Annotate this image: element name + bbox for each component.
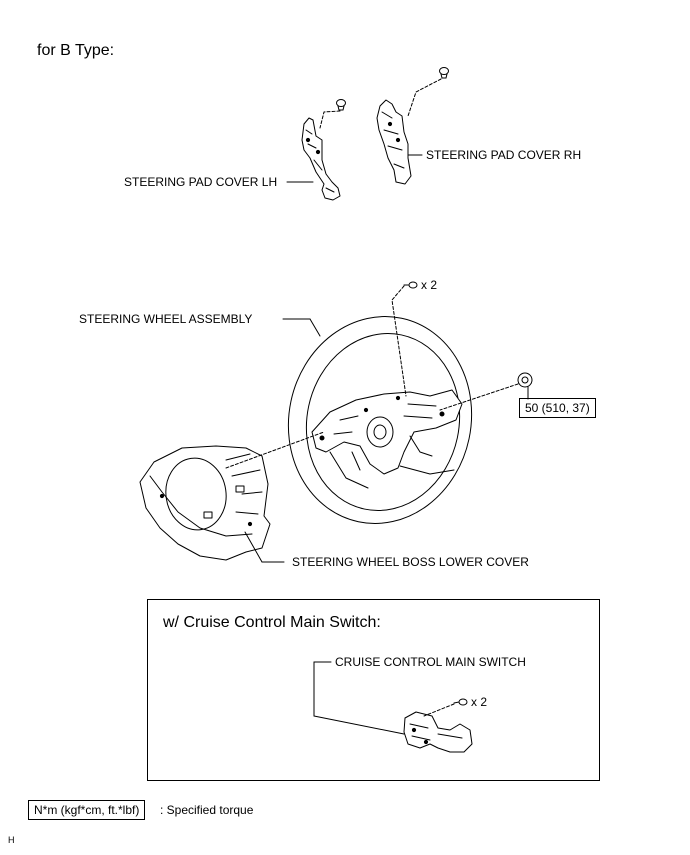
pad-cover-rh-label: STEERING PAD COVER RH	[426, 148, 582, 162]
pad-cover-lh-screw	[337, 100, 346, 111]
corner-code: H	[8, 835, 15, 845]
boss-cover-guide	[226, 432, 324, 468]
wheel-assembly-label: STEERING WHEEL ASSEMBLY	[79, 312, 253, 326]
pad-cover-rh-screw	[440, 68, 449, 79]
torque-unit-box: N*m (kgf*cm, ft.*lbf)	[28, 800, 146, 820]
steering-wheel-part	[269, 299, 490, 540]
cruise-screw-qty: x 2	[471, 695, 488, 709]
wheel-nut	[518, 373, 532, 387]
inset-title: w/ Cruise Control Main Switch:	[163, 614, 381, 631]
wheel-screw-guide	[392, 286, 406, 396]
pad-cover-lh-guide	[320, 111, 340, 128]
wheel-screw	[404, 282, 417, 288]
wheel-screw-qty: x 2	[421, 278, 438, 292]
cruise-control-inset	[147, 599, 600, 781]
boss-lower-cover-part	[140, 446, 270, 560]
cruise-leader-d	[314, 716, 404, 734]
cruise-switch-part	[404, 712, 472, 752]
pad-cover-rh-guide	[408, 79, 441, 116]
pad-cover-rh-part	[377, 100, 411, 184]
pad-cover-lh-part	[302, 118, 340, 200]
boss-cover-leader-d	[245, 532, 262, 562]
cruise-switch-label: CRUISE CONTROL MAIN SWITCH	[335, 655, 526, 669]
cruise-screw-guide	[424, 704, 454, 716]
pad-cover-lh-label: STEERING PAD COVER LH	[124, 175, 278, 189]
wheel-assembly-leader-d	[310, 319, 320, 336]
boss-lower-cover-label: STEERING WHEEL BOSS LOWER COVER	[292, 555, 529, 569]
section-title: for B Type:	[37, 42, 115, 59]
cruise-switch-screw	[454, 699, 467, 705]
torque-legend-text: : Specified torque	[160, 803, 254, 817]
torque-spec-box: 50 (510, 37)	[519, 398, 596, 418]
nut-guide	[440, 384, 518, 410]
